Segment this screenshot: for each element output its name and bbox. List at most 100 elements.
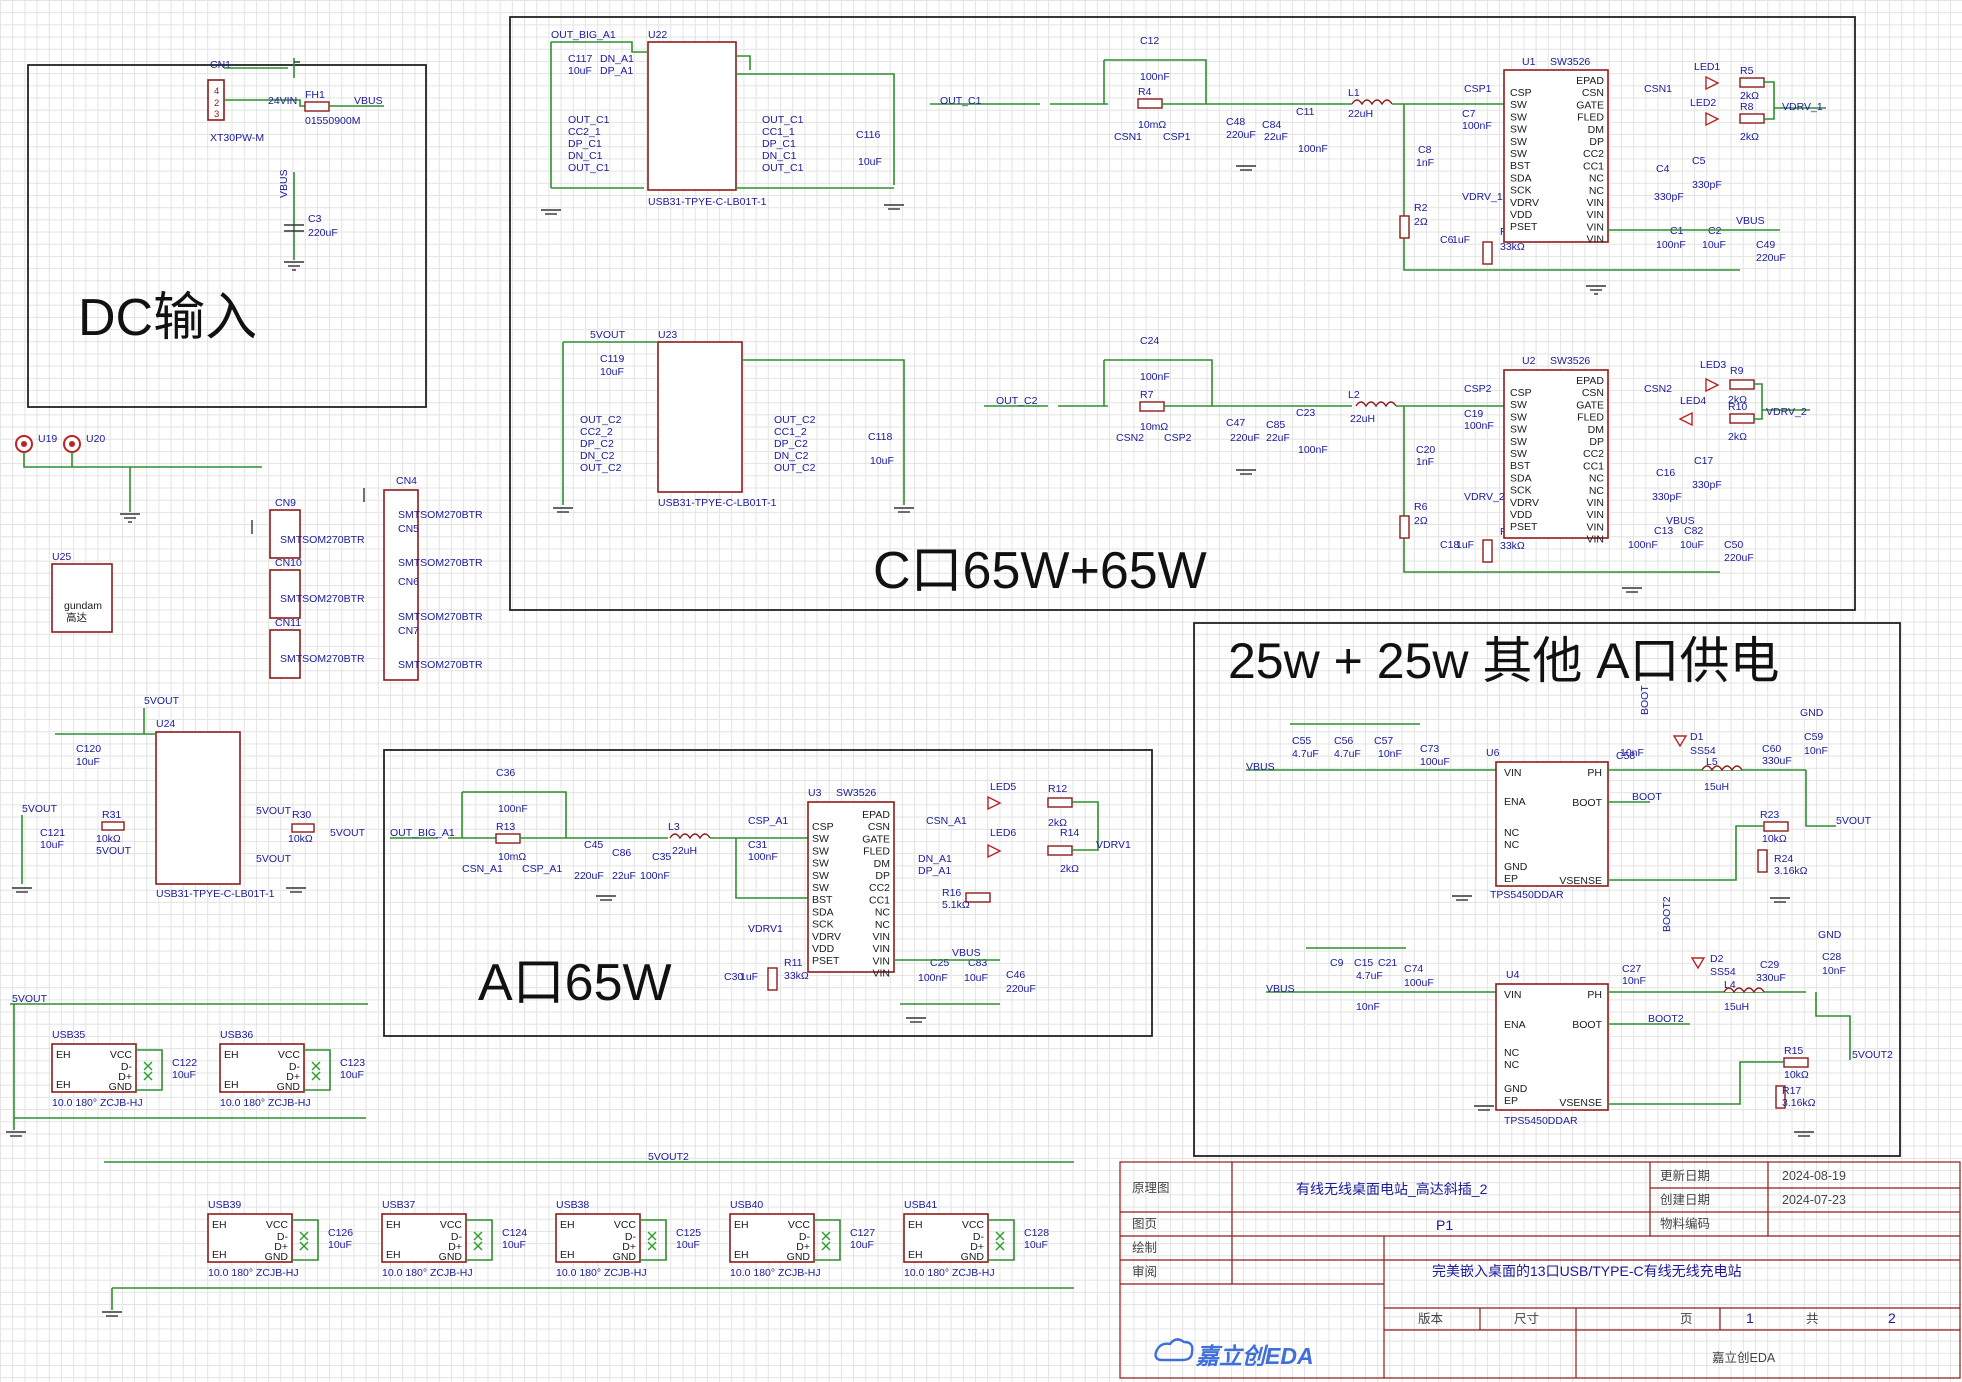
c55-value: 4.7uF [1292, 748, 1319, 760]
u3-right-pin-1: CSN [868, 821, 890, 833]
c117-value: 10uF [568, 65, 592, 77]
c85-ref: C85 [1266, 419, 1285, 431]
cn1-ref: CN1 [210, 59, 231, 71]
u1-right-pin-1: CSN [1582, 87, 1604, 99]
bottom-usb-cap-val-1: 10uF [502, 1239, 526, 1251]
c9-ref: C9 [1330, 957, 1344, 969]
c11-ref: C11 [1296, 106, 1315, 118]
net-vbus: VBUS [354, 95, 383, 107]
u25-gundam-logo: U25 gundam 高达 [51, 551, 113, 633]
u1-net-vdrv-right: VDRV_1 [1782, 101, 1823, 113]
u2-right-pin-2: GATE [1576, 399, 1604, 411]
c20-ref: C20 [1416, 444, 1435, 456]
cn9-ref: CN9 [275, 497, 296, 509]
u23-net-r4: OUT_C2 [774, 462, 816, 474]
tb-page-no: 1 [1746, 1310, 1754, 1326]
cn6-ref: CN6 [398, 576, 419, 588]
c50-ref: C50 [1724, 539, 1743, 551]
top-usb-part-1: 10.0 180° ZCJB-HJ [220, 1097, 311, 1109]
u6-net-vbus: VBUS [1246, 761, 1275, 773]
u4-left-ena-pin-0: ENA [1504, 1019, 1526, 1031]
r31-ref: R31 [102, 809, 121, 821]
u3-left-pin-3: SW [812, 858, 829, 870]
svg-text:EH: EH [212, 1249, 227, 1261]
d2-ref: D2 [1710, 953, 1724, 965]
dc-section-box [27, 64, 427, 408]
a-port-section-box [383, 749, 1153, 1037]
u1-right-pin-2: GATE [1576, 99, 1604, 111]
u22-net-r3: DN_C1 [762, 150, 797, 162]
bottom-usb-ref-1: USB37 [382, 1199, 415, 1211]
svg-text:EH: EH [386, 1219, 401, 1231]
u1-right-pin-8: NC [1589, 173, 1605, 185]
r11-ref: R11 [784, 957, 803, 969]
c27-ref: C27 [1622, 963, 1641, 975]
fh1-ref: FH1 [305, 89, 325, 101]
net-24vin: 24VIN [268, 95, 297, 107]
tb-created-value: 2024-07-23 [1782, 1193, 1846, 1207]
r2-value: 2Ω [1414, 216, 1428, 228]
u2-left-pin-10: VDD [1510, 509, 1533, 521]
u23-ref: U23 [658, 329, 677, 341]
l1-ref: L1 [1348, 87, 1360, 99]
cn9-part: SMTSOM270BTR [280, 534, 365, 546]
c8-ref: C8 [1418, 144, 1432, 156]
c120-value: 10uF [76, 756, 100, 768]
u3-net-csn: CSN_A1 [462, 863, 503, 875]
bottom-usb-part-0: 10.0 180° ZCJB-HJ [208, 1267, 299, 1279]
a-port-section-title: A口65W [478, 954, 672, 1012]
u24-part: USB31-TPYE-C-LB01T-1 [156, 888, 275, 900]
c55-ref: C55 [1292, 735, 1311, 747]
u23-net-r0: OUT_C2 [774, 414, 816, 426]
u22-net-out: OUT_BIG_A1 [551, 29, 616, 41]
tb-total-pages: 2 [1888, 1310, 1896, 1326]
c1-ref: C1 [1670, 225, 1684, 237]
c11-value: 100nF [1298, 143, 1328, 155]
u1-net-out: OUT_C1 [940, 95, 982, 107]
c28-ref: C28 [1822, 951, 1841, 963]
c2-value: 10uF [1702, 239, 1726, 251]
u3-right-pin-0: EPAD [862, 809, 890, 821]
u3-net-dn: DN_A1 [918, 853, 952, 865]
c73-value: 100uF [1420, 756, 1450, 768]
svg-text:D-: D- [121, 1061, 133, 1073]
c60-ref: C60 [1762, 743, 1781, 755]
u23-net-l4: OUT_C2 [580, 462, 622, 474]
svg-text:VCC: VCC [962, 1219, 985, 1231]
c15-ref: C15 [1354, 957, 1373, 969]
c46-value: 220uF [1006, 983, 1036, 995]
c83-ref: C83 [968, 957, 987, 969]
u2-left-pin-9: VDRV [1510, 497, 1539, 509]
other-section-box [1193, 622, 1901, 1157]
svg-text:EH: EH [386, 1249, 401, 1261]
bottom-usb-cap-val-2: 10uF [676, 1239, 700, 1251]
u22-part: USB31-TPYE-C-LB01T-1 [648, 196, 767, 208]
c19-ref: C19 [1464, 408, 1483, 420]
tb-logo-text: 嘉立创EDA [1195, 1343, 1314, 1369]
c56-ref: C56 [1334, 735, 1353, 747]
u2-net-vdrv-right: VDRV_2 [1766, 406, 1807, 418]
c21-value: 10nF [1356, 1001, 1380, 1013]
r8-ref: R8 [1740, 101, 1754, 113]
l4-value: 15uH [1724, 1001, 1749, 1013]
r1-value: 33kΩ [1500, 241, 1525, 253]
l2-value: 22uH [1350, 413, 1375, 425]
u3-left-pin-10: VDD [812, 943, 835, 955]
u22-net-l0: OUT_C1 [568, 114, 610, 126]
r24-value: 3.16kΩ [1774, 865, 1808, 877]
u4-ref: U4 [1506, 969, 1520, 981]
u2-left-pin-2: SW [1510, 411, 1527, 423]
c74-value: 100uF [1404, 977, 1434, 989]
c48-ref: C48 [1226, 116, 1245, 128]
u4-right-vsense-pin-0: VSENSE [1559, 1097, 1602, 1109]
c13-ref: C13 [1654, 525, 1673, 537]
c12-ref: C12 [1140, 35, 1159, 47]
svg-text:D-: D- [277, 1231, 289, 1243]
tb-description: 完美嵌入桌面的13口USB/TYPE-C有线无线充电站 [1432, 1263, 1742, 1279]
l5-value: 15uH [1704, 781, 1729, 793]
u1-right-pin-13: VIN [1586, 234, 1604, 246]
u4-net-boot: BOOT2 [1648, 1013, 1684, 1025]
svg-text:D+: D+ [274, 1241, 288, 1253]
u2-left-pin-4: SW [1510, 436, 1527, 448]
